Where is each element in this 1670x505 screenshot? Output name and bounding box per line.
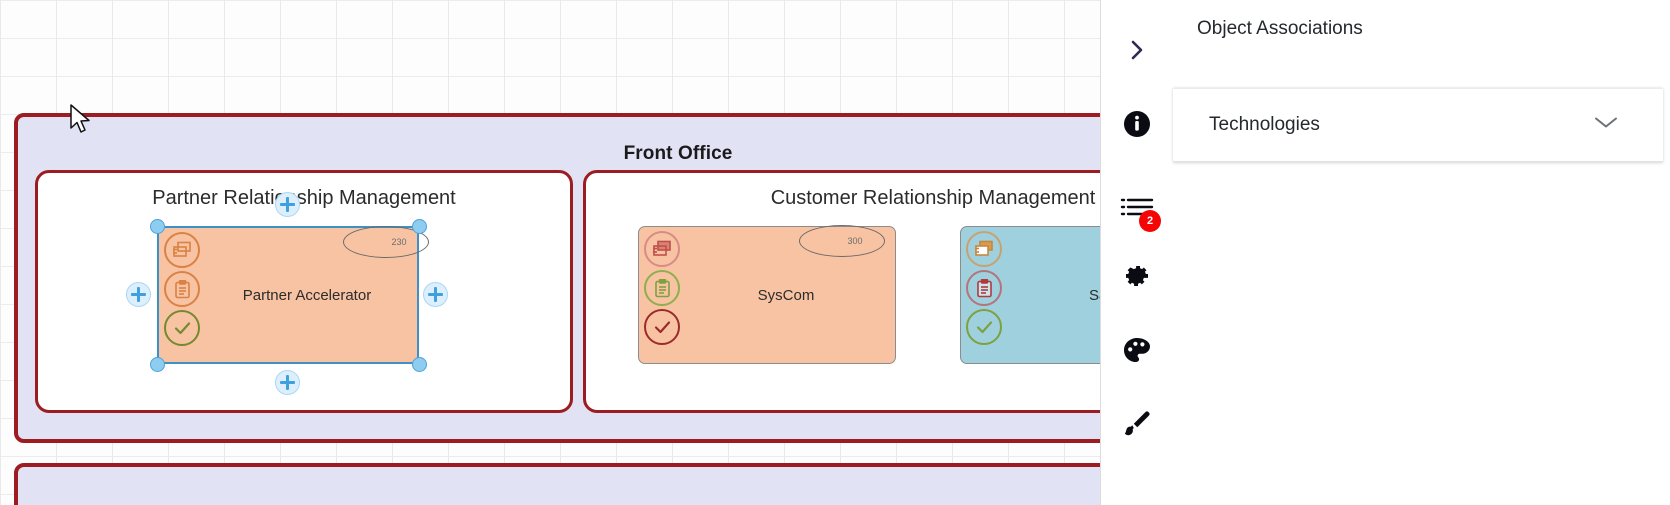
chevron-down-icon[interactable] — [1593, 115, 1619, 136]
node-icon-stack — [966, 231, 1002, 345]
resize-handle-bottom-right[interactable] — [412, 357, 427, 372]
paintbrush-icon — [1124, 411, 1150, 436]
right-side-panel: 2 Object Associations Tec — [1100, 0, 1670, 505]
node-icon-stack — [164, 232, 200, 346]
accordion-label: Technologies — [1209, 114, 1320, 135]
palette-icon — [1124, 338, 1150, 362]
requirement-icon — [644, 270, 680, 306]
application-component-icon — [644, 231, 680, 267]
node-count-badge: 230 — [343, 226, 429, 258]
accordion-technologies[interactable]: Technologies — [1173, 88, 1663, 162]
node-partner-accelerator[interactable]: 230 Partner Accelerator — [157, 226, 429, 364]
info-circle-icon — [1124, 111, 1150, 137]
info-button[interactable] — [1101, 96, 1173, 152]
add-relation-top[interactable] — [275, 192, 300, 217]
resize-handle-bottom-left[interactable] — [150, 357, 165, 372]
panel-heading: Object Associations — [1197, 18, 1363, 39]
expand-panel-button[interactable] — [1101, 22, 1173, 78]
application-component-icon — [164, 232, 200, 268]
check-circle-icon — [644, 309, 680, 345]
node-syscom[interactable]: 300 SysCom — [638, 225, 896, 364]
associations-count-badge: 2 — [1139, 210, 1161, 232]
add-relation-bottom[interactable] — [275, 370, 300, 395]
mouse-cursor — [70, 104, 90, 133]
group-title: Customer Relationship Management — [770, 187, 1096, 209]
group-partner-relationship-management[interactable]: Partner Relationship Management — [35, 170, 573, 413]
add-relation-right[interactable] — [423, 282, 448, 307]
requirement-icon — [164, 271, 200, 307]
gear-icon — [1126, 266, 1148, 286]
panel-content: Object Associations Technologies — [1173, 0, 1670, 505]
node-sales[interactable]: Sale + — [960, 226, 1100, 364]
format-painter-button[interactable] — [1101, 396, 1173, 452]
check-circle-icon — [966, 309, 1002, 345]
layer-next[interactable] — [14, 463, 1100, 505]
appearance-button[interactable] — [1101, 322, 1173, 378]
settings-button[interactable] — [1101, 248, 1173, 304]
add-relation-left[interactable] — [126, 282, 151, 307]
resize-handle-top-left[interactable] — [150, 219, 165, 234]
panel-icon-rail: 2 — [1101, 0, 1173, 505]
object-associations-button[interactable]: 2 — [1101, 180, 1173, 236]
group-title: Partner Relationship Management — [152, 187, 456, 209]
node-icon-stack — [644, 231, 680, 345]
diagram-canvas[interactable]: Front Office Partner Relationship Manage… — [0, 0, 1100, 505]
layer-title: Front Office — [623, 143, 733, 164]
application-component-icon — [966, 231, 1002, 267]
check-circle-icon — [164, 310, 200, 346]
requirement-icon — [966, 270, 1002, 306]
resize-handle-top-right[interactable] — [412, 219, 427, 234]
node-label: Sale — [1088, 286, 1100, 304]
chevron-right-icon — [1131, 40, 1142, 60]
node-count-badge: 300 — [799, 225, 885, 257]
